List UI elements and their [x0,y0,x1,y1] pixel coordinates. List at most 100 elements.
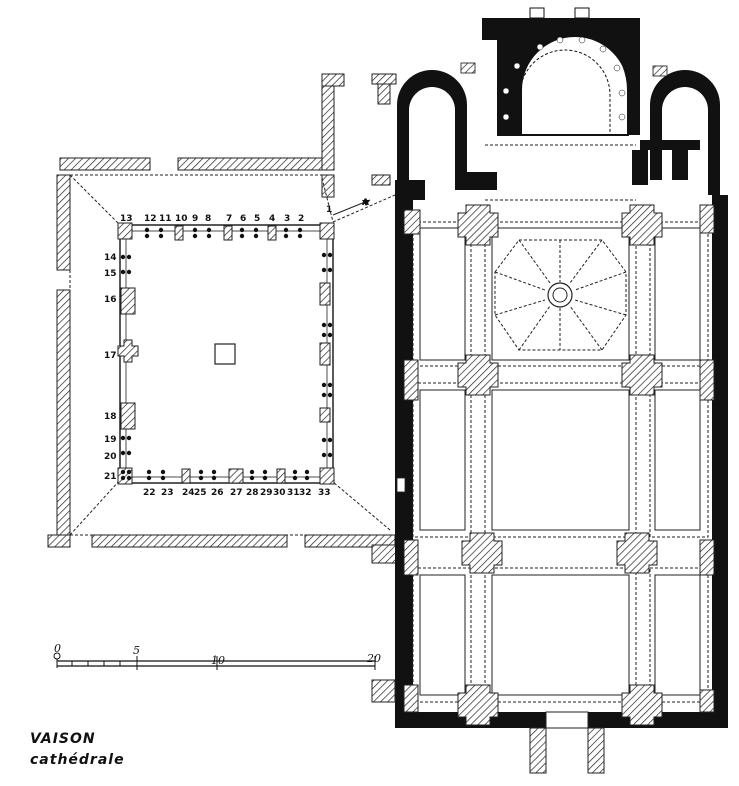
column-dot [321,437,327,443]
column-dot [292,469,298,475]
column-dot [239,233,245,239]
pier-number: 13 [120,214,133,224]
column-dot [126,269,132,275]
column-dot [304,475,310,481]
column-dot [206,227,212,233]
pier-number: 30 [273,488,286,498]
pier-number: 24 [182,488,195,498]
column-dot [327,392,333,398]
pier-number: 27 [230,488,243,498]
pier-number: 2 [298,214,304,224]
pier-number: 33 [318,488,331,498]
pier-number: 10 [175,214,188,224]
scale-label: 5 [133,644,140,657]
column-dot [144,233,150,239]
pier-number: 17 [104,351,117,361]
nave-pier [621,684,663,726]
column-dot [253,227,259,233]
column-dot [206,233,212,239]
column-dot [327,252,333,258]
column-dot [297,227,303,233]
pier-number: 1 [326,205,332,215]
column-dot [239,227,245,233]
scale-bar: 0 5 10 20 [53,642,381,670]
column-dot [198,469,204,475]
column-dot [198,475,204,481]
cathedral-apses [397,7,720,195]
cloister-north-piers [174,225,277,241]
pier-number: 7 [226,214,232,224]
pier-number: 29 [260,488,273,498]
column-dot [321,252,327,258]
caption: VAISON cathédrale [30,731,125,768]
cloister: A [47,73,398,564]
column-dot [327,267,333,273]
cathedral-outer-wall [395,180,728,728]
pier-number: 5 [254,214,260,224]
cathedral-piers [457,204,663,726]
cloister-columns [120,227,333,481]
pier-number: 8 [205,214,211,224]
cloister-gallery-lines [69,174,396,536]
cloister-numbers-west: 14 15 16 17 18 19 20 21 [104,253,117,482]
nave-pier [461,532,503,574]
column-dot [292,475,298,481]
nave-pier [457,204,499,246]
column-dot [146,469,152,475]
column-dot [327,322,333,328]
cloister-west-piers [117,287,139,430]
column-dot [126,469,132,475]
column-dot [158,227,164,233]
nave-pier [621,204,663,246]
column-dot [211,475,217,481]
caption-title: VAISON [30,731,96,747]
column-dot [126,254,132,260]
pier-number: 16 [104,295,117,305]
pier-number: 31 [287,488,300,498]
nave-pier [616,532,658,574]
column-dot [120,469,126,475]
column-dot [126,435,132,441]
pier-number: 26 [211,488,224,498]
column-dot [327,332,333,338]
pier-number: 20 [104,452,117,462]
column-dot [249,469,255,475]
pier-number: 6 [240,214,246,224]
column-dot [211,469,217,475]
pier-number: 12 [144,214,157,224]
cathedral-dome [494,239,627,351]
cloister-numbers-south: 22 23 24 25 26 27 28 29 30 31 32 33 [143,488,331,498]
column-dot [327,382,333,388]
column-dot [192,227,198,233]
pier-number: 15 [104,269,117,279]
pier-number: 28 [246,488,259,498]
column-dot [327,437,333,443]
column-dot [120,269,126,275]
column-dot [283,227,289,233]
pier-number: 19 [104,435,117,445]
column-dot [160,475,166,481]
column-dot [120,435,126,441]
nave-pier [621,354,663,396]
cloister-south-piers [181,468,286,484]
pier-number: 22 [143,488,156,498]
column-dot [297,233,303,239]
column-dot [144,227,150,233]
cathedral-pilasters [371,204,715,713]
column-dot [120,475,126,481]
column-dot [262,469,268,475]
column-dot [192,233,198,239]
column-dot [262,475,268,481]
pier-number: 21 [104,472,117,482]
column-dot [321,392,327,398]
column-dot [304,469,310,475]
column-dot [321,382,327,388]
column-dot [160,469,166,475]
cloister-east-piers [319,282,331,423]
pier-number: 9 [192,214,198,224]
pier-number: 18 [104,412,117,422]
pier-number: 23 [161,488,174,498]
nave-pier [457,684,499,726]
caption-subtitle: cathédrale [30,752,125,768]
column-dot [158,233,164,239]
